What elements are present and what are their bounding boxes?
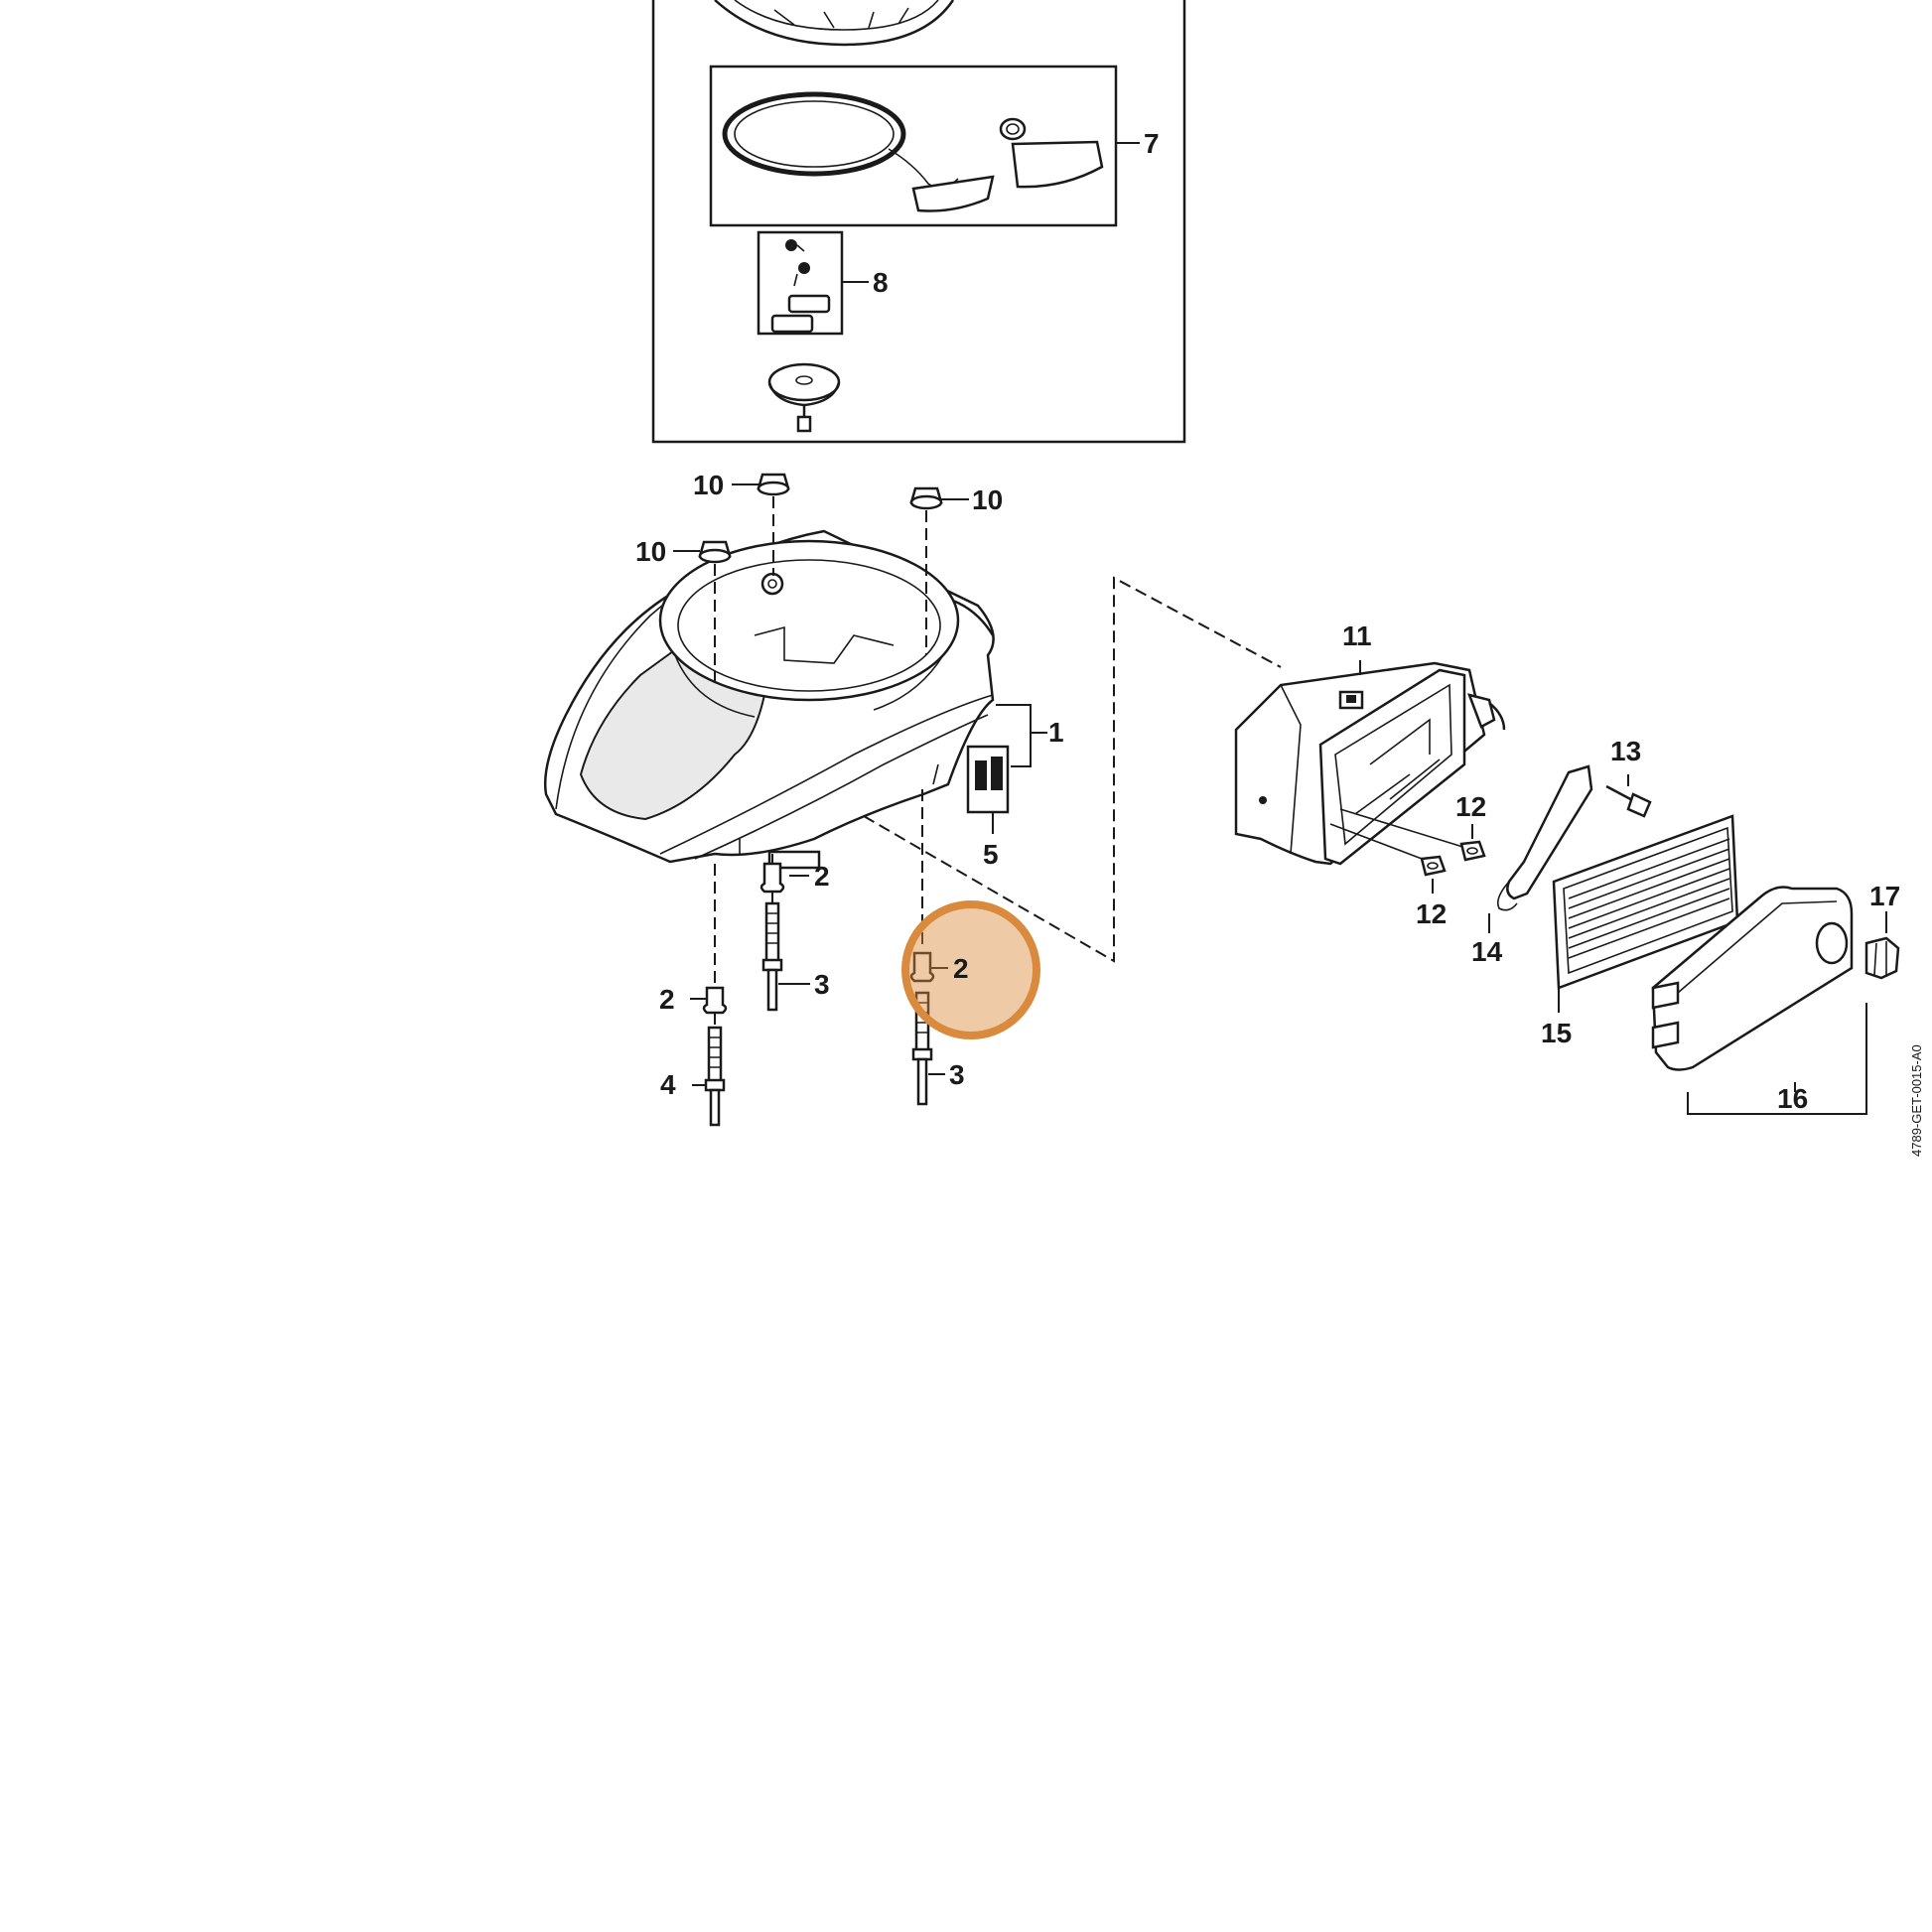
screw-13 (1605, 774, 1652, 818)
starter-rope-handle-kit (709, 65, 1140, 227)
label-17: 17 (1869, 881, 1900, 911)
highlight-circle (901, 900, 1040, 1039)
label-3b: 3 (949, 1059, 965, 1090)
label-12a: 12 (1455, 791, 1486, 822)
label-4: 4 (660, 1069, 676, 1100)
label-14: 14 (1471, 936, 1503, 967)
label-15: 15 (1541, 1018, 1572, 1048)
label-16: 16 (1777, 1083, 1808, 1114)
warning-label (966, 745, 1010, 834)
collar-nuts (673, 473, 969, 685)
label-10a: 10 (693, 470, 724, 500)
filter-cover (1651, 886, 1867, 1115)
leader-1 (996, 704, 1047, 767)
nuts-12 (1420, 824, 1486, 894)
label-10b: 10 (972, 484, 1003, 515)
part-labels: 7 8 10 10 10 1 5 2 2 2 3 3 4 11 12 12 13… (635, 128, 1900, 1114)
label-11: 11 (1342, 621, 1372, 651)
wing-knob (1864, 911, 1900, 980)
label-3a: 3 (814, 969, 830, 1000)
label-8: 8 (873, 267, 889, 298)
label-2a: 2 (814, 861, 830, 892)
starter-pulley (767, 362, 841, 433)
air-filter-housing (1234, 660, 1506, 866)
drawing-id: 4789-GET-0015-A0 (1909, 1044, 1924, 1157)
label-2b: 2 (953, 953, 969, 984)
label-10c: 10 (635, 536, 666, 567)
label-12b: 12 (1416, 898, 1447, 929)
label-7: 7 (1144, 128, 1160, 159)
label-13: 13 (1610, 736, 1641, 766)
label-1: 1 (1048, 717, 1064, 748)
label-2c: 2 (659, 984, 675, 1015)
assembly-dash-line (863, 576, 1282, 963)
support-bracket (1488, 764, 1593, 933)
fan-housing (543, 529, 995, 870)
starter-pawl-kit (757, 230, 869, 336)
starter-assembly-frame (651, 0, 1186, 444)
label-5: 5 (983, 839, 999, 870)
